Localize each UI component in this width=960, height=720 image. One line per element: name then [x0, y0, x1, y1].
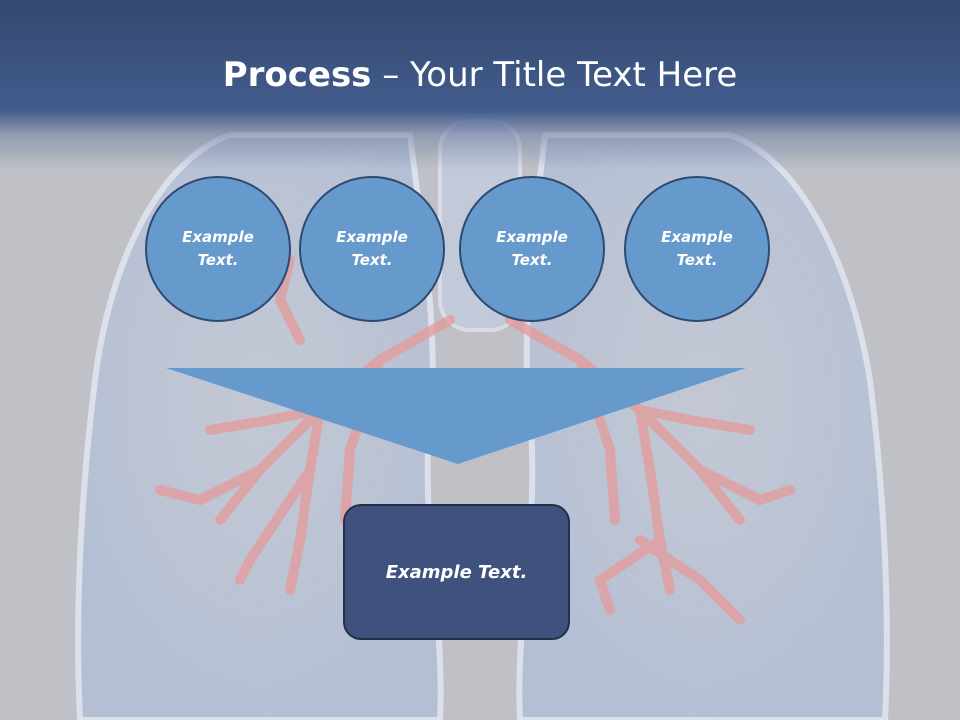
title-band [0, 0, 960, 170]
circle-label: Example Text. [182, 228, 254, 269]
title-rest: – Your Title Text Here [371, 55, 738, 95]
process-step-circle-3[interactable]: Example Text. [459, 176, 605, 322]
circle-label: Example Text. [336, 228, 408, 269]
title-bold: Process [222, 55, 372, 95]
result-label: Example Text. [385, 561, 528, 583]
funnel-triangle [166, 368, 746, 464]
process-step-circle-2[interactable]: Example Text. [299, 176, 445, 322]
process-step-circle-1[interactable]: Example Text. [145, 176, 291, 322]
result-box[interactable]: Example Text. [343, 504, 570, 640]
circle-label: Example Text. [661, 228, 733, 269]
slide-title: Process – Your Title Text Here [0, 52, 960, 98]
circle-label: Example Text. [496, 228, 568, 269]
process-step-circle-4[interactable]: Example Text. [624, 176, 770, 322]
